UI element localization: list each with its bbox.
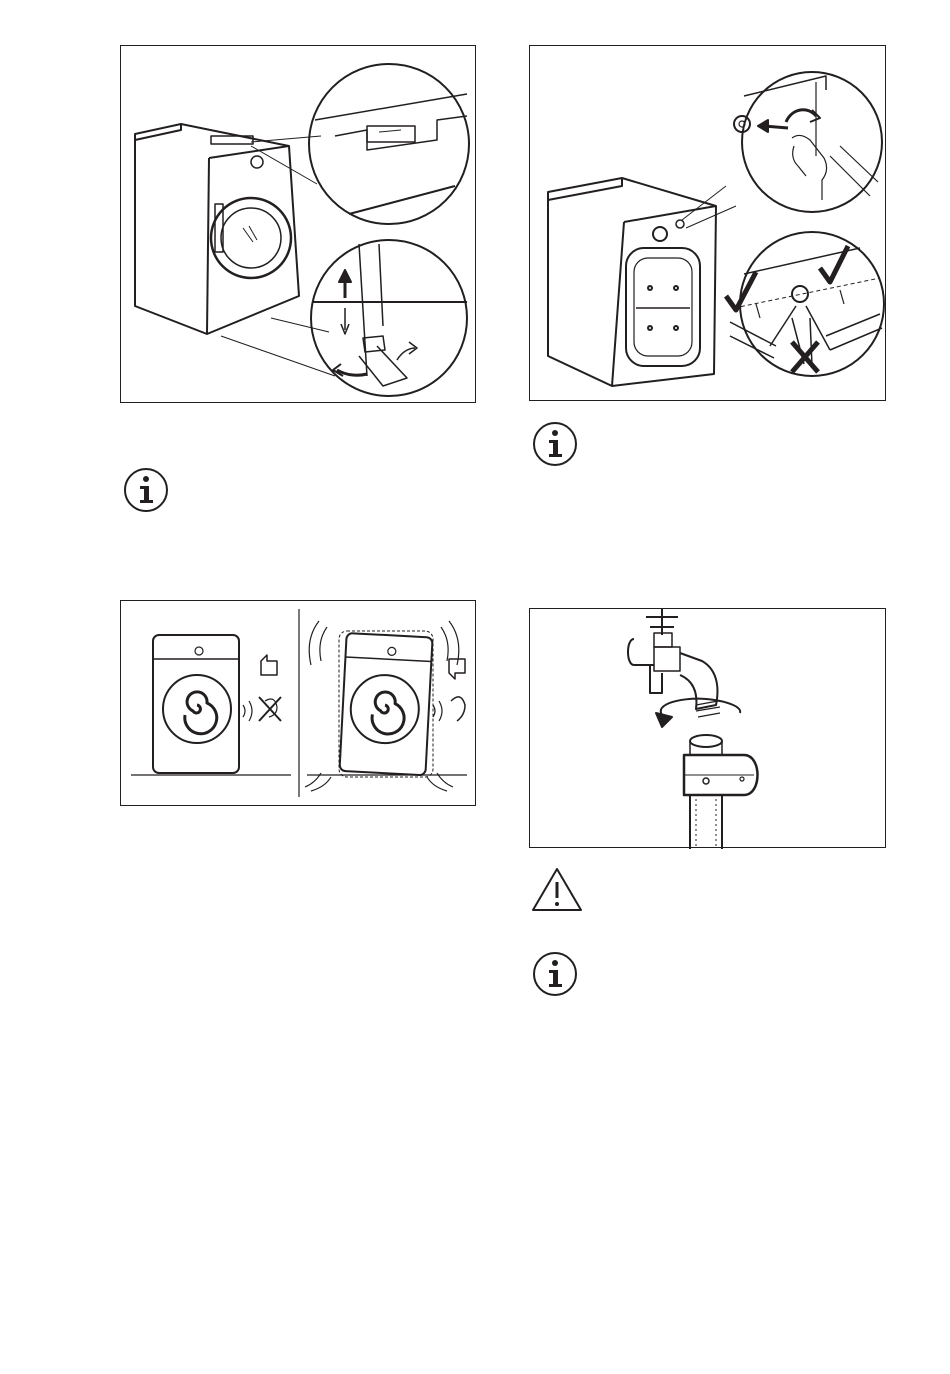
- info-icon: [531, 420, 579, 468]
- warning-icon: [531, 866, 583, 914]
- water-tap-connection-illustration: [530, 609, 887, 849]
- figure-level-adjust: [120, 45, 476, 403]
- washing-machine-vibration-illustration: [121, 601, 477, 807]
- figure-vibration-compare: [120, 600, 476, 806]
- figure-hose-connection: [529, 45, 886, 401]
- washing-machine-leveling-illustration: [121, 46, 477, 404]
- info-icon: [122, 466, 170, 514]
- inlet-hose-angle-illustration: [530, 46, 887, 402]
- figure-tap-connection: [529, 608, 886, 848]
- info-icon: [531, 950, 579, 998]
